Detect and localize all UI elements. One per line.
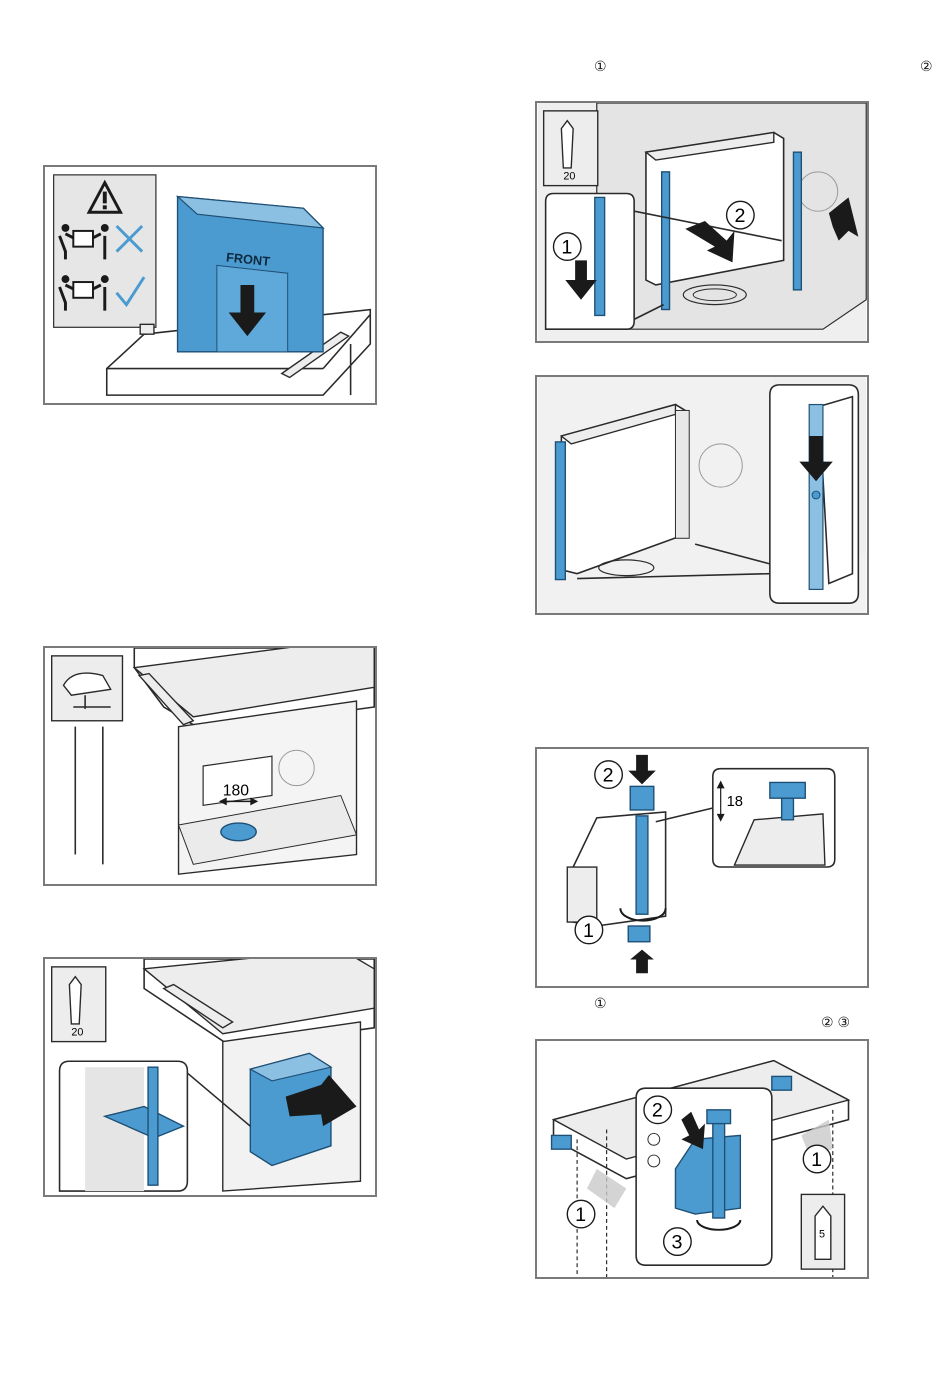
- cutout-dimension: 180: [223, 783, 249, 800]
- callout-1: 1: [561, 236, 572, 258]
- step-marker-2: ②: [920, 59, 933, 73]
- bracket-right: [793, 152, 801, 290]
- callout-2: 2: [734, 205, 745, 227]
- tool-size-label: 5: [819, 1229, 825, 1241]
- step-marker-1b: ①: [594, 996, 607, 1010]
- figure-cutout: 180: [43, 646, 377, 886]
- bracket-left: [662, 172, 670, 310]
- step-marker-1: ①: [594, 59, 607, 73]
- down-arrow-icon: [628, 755, 656, 785]
- bracket-left: [555, 442, 565, 580]
- figure-mount-brackets: 20 1 2: [535, 101, 869, 343]
- bolt-height-dimension: 18: [727, 794, 743, 810]
- callout-1a: 1: [575, 1204, 586, 1226]
- figure-attach-clips: 1 1 2 3 5: [535, 1039, 869, 1279]
- step-marker-2-3: ② ③: [821, 1015, 850, 1029]
- figure-insert-unit: 20: [43, 957, 377, 1197]
- callout-1: 1: [583, 920, 594, 942]
- tool-size-label: 20: [563, 171, 575, 183]
- figure-place-unit: FRONT: [43, 165, 377, 405]
- figure-adjust-bolt: 2 1 18: [535, 747, 869, 988]
- bracket-detail-inset: [546, 193, 635, 329]
- callout-2: 2: [652, 1100, 663, 1122]
- callout-2: 2: [603, 764, 614, 786]
- callout-1b: 1: [811, 1149, 822, 1171]
- figure-fix-bracket: [535, 375, 869, 615]
- cutout-hole: [221, 823, 256, 841]
- tool-size-label: 20: [71, 1027, 83, 1039]
- bolt-cap: [630, 786, 654, 810]
- callout-3: 3: [672, 1231, 683, 1253]
